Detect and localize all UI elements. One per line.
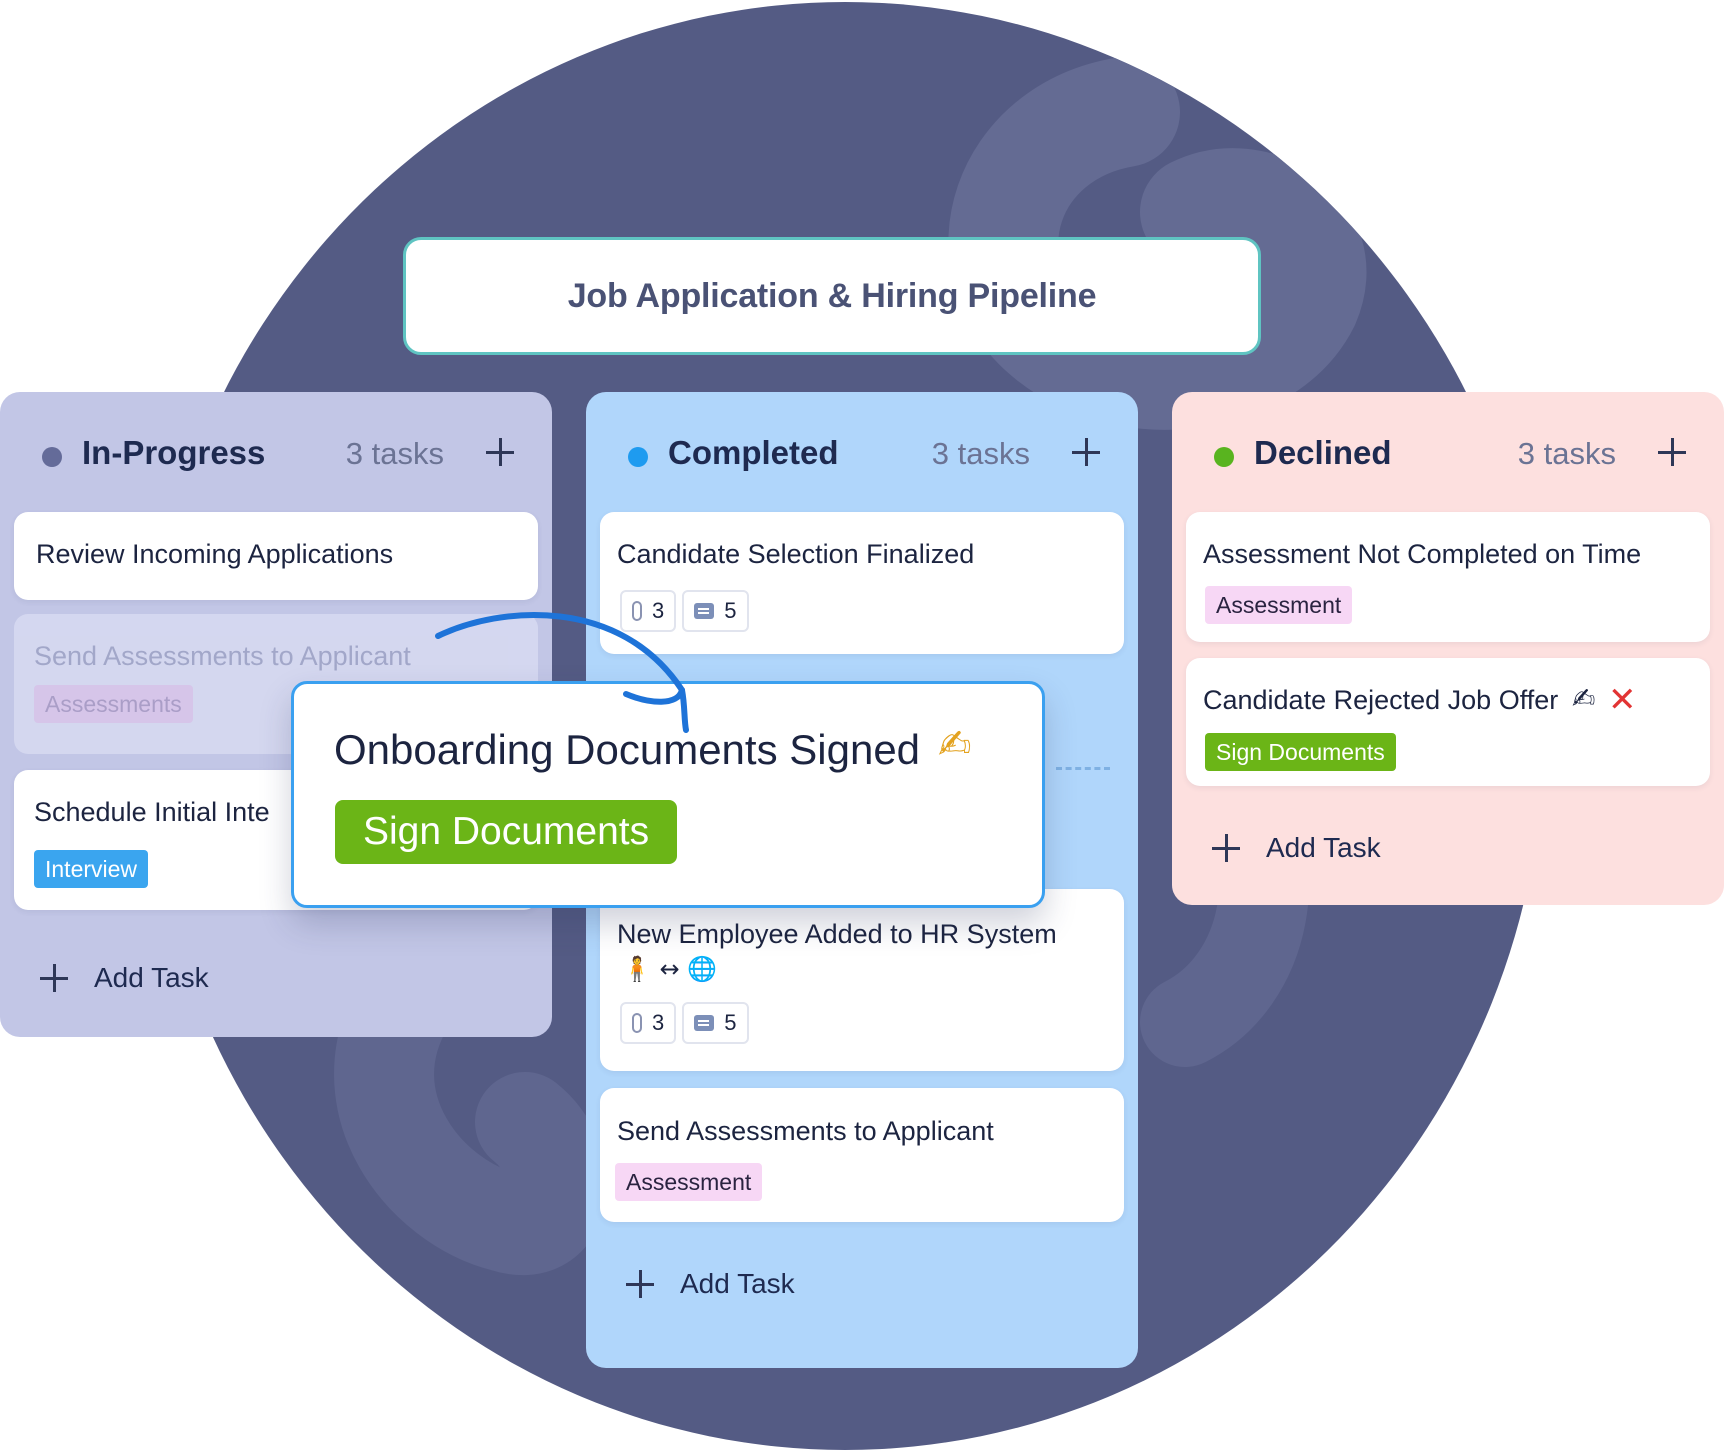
task-count: 3 tasks	[931, 436, 1030, 471]
tag-label: Assessments	[34, 685, 193, 723]
task-card[interactable]: Review Incoming Applications	[14, 512, 538, 600]
add-task-button[interactable]: Add Task	[626, 1264, 795, 1304]
card-title: Candidate Rejected Job Offer	[1203, 685, 1559, 715]
comment-icon	[694, 1015, 715, 1031]
status-dot-icon	[42, 447, 62, 467]
column-header: Completed 3 tasks	[586, 430, 1138, 480]
task-card[interactable]: New Employee Added to HR System 🧍 ↔ 🌐 3 …	[600, 889, 1124, 1071]
tag-label: Interview	[34, 850, 149, 888]
attachment-count-value: 3	[652, 598, 665, 623]
card-meta: 3 5	[620, 1002, 749, 1044]
card-title: Onboarding Documents Signed	[334, 726, 921, 773]
tag-label: Assessment	[615, 1163, 763, 1201]
task-card[interactable]: Assessment Not Completed on Time Assessm…	[1186, 512, 1710, 642]
paperclip-icon	[632, 1013, 642, 1033]
curved-arrow-icon	[435, 612, 689, 733]
drop-indicator	[1056, 767, 1110, 770]
card-title: Send Assessments to Applicant	[34, 641, 411, 671]
plus-icon[interactable]	[486, 438, 514, 466]
comment-count-value: 5	[724, 1010, 737, 1035]
column-title: In-Progress	[82, 434, 266, 471]
board-title-box: Job Application & Hiring Pipeline	[403, 237, 1261, 355]
plus-icon	[40, 964, 68, 992]
tag-label: Assessment	[1205, 586, 1353, 624]
comment-count[interactable]: 5	[682, 1002, 749, 1044]
writing-hand-icon: ✍	[938, 722, 972, 768]
plus-icon	[626, 1270, 654, 1298]
plus-icon[interactable]	[1072, 438, 1100, 466]
card-meta: 3 5	[620, 590, 749, 632]
card-title: Assessment Not Completed on Time	[1203, 539, 1642, 569]
status-dot-icon	[628, 447, 648, 467]
task-card[interactable]: Candidate Selection Finalized 3 5	[600, 512, 1124, 654]
attachment-count[interactable]: 3	[620, 590, 677, 632]
column-header: Declined 3 tasks	[1172, 430, 1724, 480]
attachment-count-value: 3	[652, 1010, 665, 1035]
status-dot-icon	[1214, 447, 1234, 467]
tag-label: Sign Documents	[335, 800, 678, 864]
writing-hand-icon: ✍	[1572, 682, 1596, 715]
comment-count-value: 5	[724, 598, 737, 623]
plus-icon[interactable]	[1658, 438, 1686, 466]
column-header: In-Progress 3 tasks	[0, 430, 552, 480]
task-count: 3 tasks	[345, 436, 444, 471]
task-card[interactable]: Send Assessments to Applicant Assessment	[600, 1088, 1124, 1222]
card-emoji: 🧍 ↔ 🌐	[622, 955, 718, 983]
paperclip-icon	[632, 601, 642, 621]
card-title: Review Incoming Applications	[36, 539, 394, 569]
column-declined: Declined 3 tasks Assessment Not Complete…	[1172, 392, 1724, 905]
comment-icon	[694, 603, 715, 619]
add-task-label: Add Task	[1266, 832, 1381, 863]
attachment-count[interactable]: 3	[620, 1002, 677, 1044]
dragged-task-card[interactable]: Onboarding Documents Signed ✍ Sign Docum…	[291, 681, 1045, 908]
comment-count[interactable]: 5	[682, 590, 749, 632]
add-task-button[interactable]: Add Task	[1212, 828, 1381, 868]
tag-label: Sign Documents	[1205, 733, 1396, 771]
card-title: Schedule Initial Inte	[34, 797, 270, 827]
card-title: Send Assessments to Applicant	[617, 1116, 994, 1146]
plus-icon	[1212, 834, 1240, 862]
column-title: Declined	[1254, 434, 1392, 471]
card-title: Candidate Selection Finalized	[617, 539, 975, 569]
column-title: Completed	[668, 434, 839, 471]
task-card[interactable]: Candidate Rejected Job Offer ✍ ✕ Sign Do…	[1186, 658, 1710, 786]
card-title: New Employee Added to HR System	[617, 919, 1057, 949]
add-task-label: Add Task	[680, 1268, 795, 1299]
task-count: 3 tasks	[1517, 436, 1616, 471]
board-title: Job Application & Hiring Pipeline	[567, 276, 1097, 315]
red-x-icon: ✕	[1608, 681, 1637, 719]
add-task-button[interactable]: Add Task	[40, 958, 209, 998]
add-task-label: Add Task	[94, 962, 209, 993]
